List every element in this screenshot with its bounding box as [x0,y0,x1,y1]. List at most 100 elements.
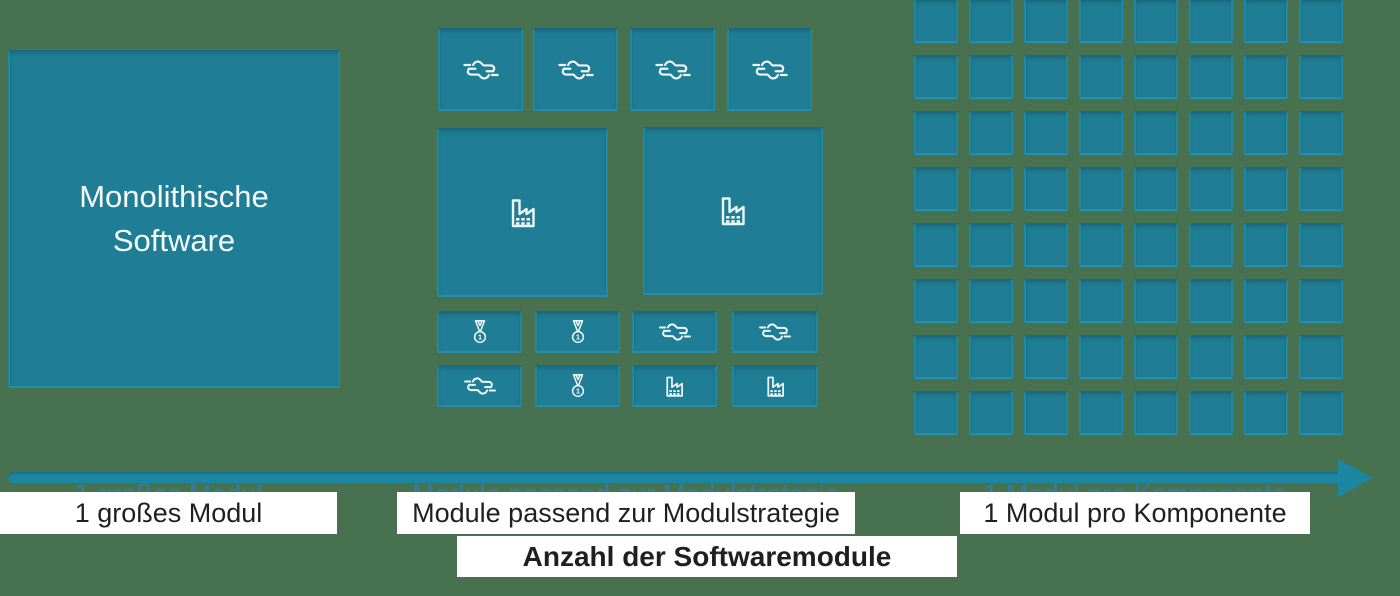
handshake-icon [462,60,499,79]
handshake-icon [658,323,691,341]
module-square-large [437,128,608,297]
module-square [969,55,1013,99]
handshake-icon [463,377,496,395]
module-square [1134,167,1178,211]
axis-arrow-head-icon [1338,459,1373,497]
module-square [914,111,958,155]
module-rect [632,365,717,407]
factory-icon [766,376,784,397]
handshake-icon [751,60,788,79]
module-square [1024,391,1068,435]
module-square [1134,0,1178,43]
module-square [914,167,958,211]
monolith-label-line2: Software [112,223,236,258]
handshake-icon [557,60,594,79]
module-square [969,0,1013,43]
module-square [914,335,958,379]
module-square [630,28,715,111]
module-square [1299,335,1343,379]
module-rect: 1 [437,311,522,353]
module-square [1299,167,1343,211]
module-square [1079,279,1123,323]
ghost-label: 1 großes Modul [0,481,337,492]
module-square [1299,0,1343,43]
module-square [1189,279,1233,323]
module-square [1134,111,1178,155]
module-square [914,279,958,323]
module-square [969,279,1013,323]
module-square [1244,223,1288,267]
module-square [969,335,1013,379]
svg-text:1: 1 [477,332,481,341]
module-rect: 1 [535,311,620,353]
module-square [533,28,618,111]
module-rect [437,365,522,407]
module-square [1134,279,1178,323]
module-square [1244,279,1288,323]
module-square [914,55,958,99]
module-square [438,28,523,111]
module-square [1189,55,1233,99]
svg-text:1: 1 [575,386,579,395]
module-square [1024,167,1068,211]
module-square [1189,0,1233,43]
svg-text:1: 1 [575,332,579,341]
module-square [969,223,1013,267]
module-square [1244,335,1288,379]
module-square [1079,55,1123,99]
module-square [1244,167,1288,211]
module-square [1299,279,1343,323]
axis-arrow [8,472,1340,483]
ghost-label: Module passend zur Modulstrategie [397,481,855,492]
module-square [1134,391,1178,435]
monolith-label: Monolithische Software [79,175,269,263]
component-modules-grid [914,0,1343,435]
module-square [1299,391,1343,435]
module-square [1189,111,1233,155]
module-square [1024,223,1068,267]
module-square [1024,55,1068,99]
module-square [1079,223,1123,267]
module-square [1189,335,1233,379]
monolith-square: Monolithische Software [8,50,340,388]
module-square [1244,0,1288,43]
module-square [914,391,958,435]
module-square [1299,111,1343,155]
module-square [1299,55,1343,99]
module-square [1244,391,1288,435]
module-square [1134,335,1178,379]
module-square [1189,391,1233,435]
handshake-icon [759,323,791,341]
first-place-medal-icon: 1 [473,319,486,343]
module-square [914,223,958,267]
module-square [1024,335,1068,379]
module-square [1134,223,1178,267]
module-square [1189,223,1233,267]
module-square [1024,0,1068,43]
handshake-icon [654,60,691,79]
module-square [1244,55,1288,99]
module-square [1079,167,1123,211]
axis-label-stage-2: Module passend zur Modulstrategie [397,492,855,534]
factory-icon [511,198,535,227]
module-square [1024,111,1068,155]
first-place-medal-icon: 1 [571,319,584,343]
module-square [1244,111,1288,155]
module-square [914,0,958,43]
axis-label-stage-3: 1 Modul pro Komponente [960,492,1310,534]
module-square [1134,55,1178,99]
module-square [727,28,812,111]
module-square [1079,391,1123,435]
axis-title: Anzahl der Softwaremodule [457,536,957,577]
module-rect [732,311,818,353]
module-square [1079,0,1123,43]
module-rect [632,311,717,353]
axis-label-stage-1: 1 großes Modul [0,492,337,534]
module-square-large [643,127,823,295]
factory-icon [721,197,745,226]
module-square [1079,335,1123,379]
module-square [1079,111,1123,155]
ghost-label: 1 Modul pro Komponente [960,481,1310,492]
module-square [969,167,1013,211]
